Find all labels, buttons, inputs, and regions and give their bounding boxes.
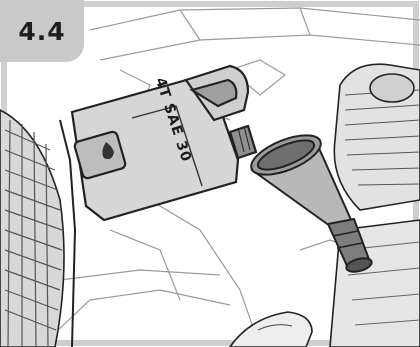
grass-catcher-mesh bbox=[0, 110, 75, 347]
step-number-badge: 4.4 bbox=[0, 0, 84, 62]
step-number: 4.4 bbox=[18, 17, 65, 46]
hand bbox=[230, 312, 312, 347]
